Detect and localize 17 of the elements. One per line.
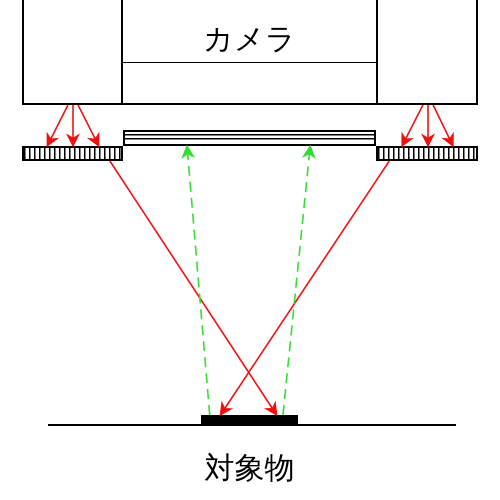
arrow [46,104,69,148]
ring-light [376,146,478,161]
arrow [432,104,454,148]
arrow [66,105,80,148]
arrow [421,105,436,148]
ring-light [22,146,123,161]
lens-filter [123,130,376,146]
arrow [77,104,100,148]
arrow [401,104,424,148]
camera-label: カメラ [202,22,297,58]
arrow [220,160,390,416]
light-housing [22,0,123,105]
object-label: 対象物 [204,451,296,487]
dashed-arrow [282,144,316,416]
arrow [109,160,278,416]
light-housing [376,0,478,105]
dashed-arrow [181,144,211,416]
